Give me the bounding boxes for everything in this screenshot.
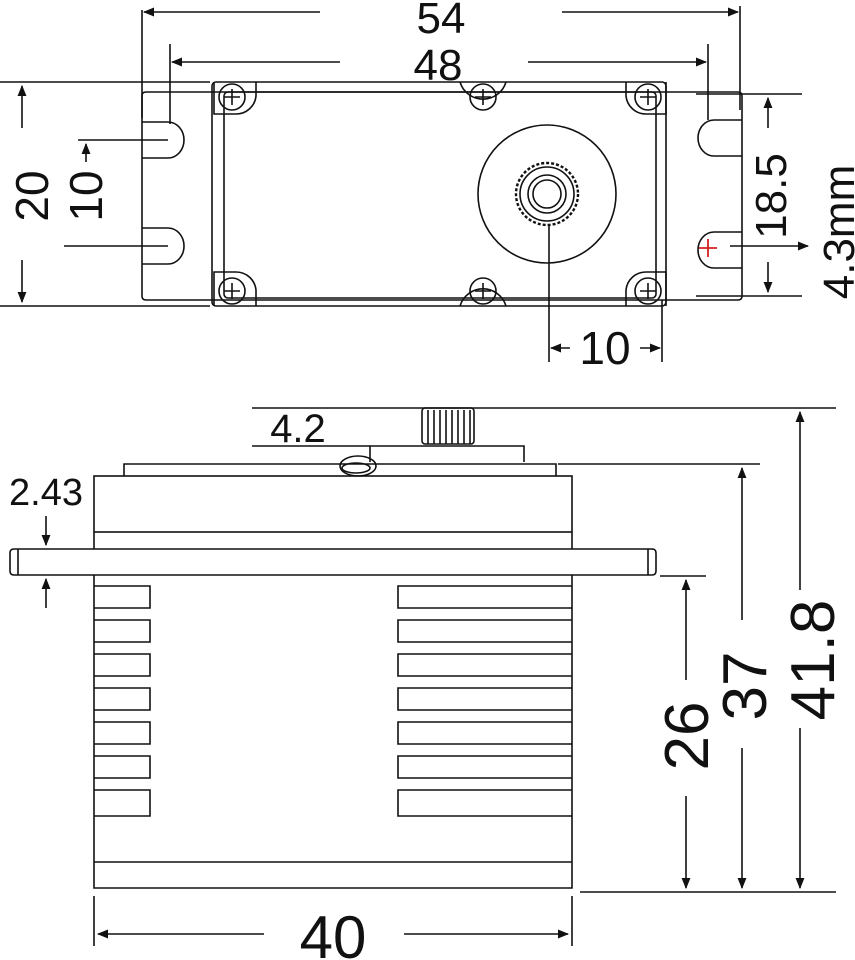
hole-marker	[699, 239, 717, 257]
dim-18-5	[696, 93, 802, 297]
dim-10-vertical	[64, 139, 168, 247]
label-4-3mm: 4.3mm	[815, 165, 855, 299]
dim-41-8	[580, 410, 836, 893]
screw-top-left	[213, 82, 257, 115]
top-view	[0, 6, 810, 362]
dim-48	[169, 44, 709, 124]
label-48: 48	[414, 41, 463, 90]
side-view	[9, 407, 836, 946]
screw-bottom-middle	[459, 277, 507, 307]
label-37: 37	[711, 652, 780, 721]
screw-top-middle	[459, 81, 507, 111]
case-inner-outline	[223, 91, 657, 299]
screw-top-right	[625, 82, 667, 115]
dim-4-2	[252, 407, 836, 447]
upper-case	[93, 475, 573, 533]
dim-20	[0, 81, 210, 307]
lower-case	[93, 575, 573, 889]
right-slot-bottom	[697, 231, 742, 269]
dim-54	[141, 6, 741, 118]
label-4-2: 4.2	[270, 407, 326, 451]
output-spline-side	[421, 407, 475, 445]
label-2-43: 2.43	[9, 472, 83, 514]
output-shaft	[477, 124, 617, 264]
label-18-5: 18.5	[747, 153, 796, 239]
dim-10-horizontal	[548, 226, 663, 362]
case-outline	[211, 81, 667, 307]
screw-bottom-left	[213, 271, 257, 306]
dim-37	[558, 463, 760, 890]
label-10-vertical: 10	[60, 170, 112, 221]
gear-cap	[369, 445, 525, 462]
label-54: 54	[417, 0, 466, 43]
cover-screw	[339, 455, 377, 477]
screw-bottom-right	[625, 271, 667, 306]
flange-outline	[141, 91, 743, 301]
label-40: 40	[300, 904, 367, 960]
dim-26	[660, 575, 706, 890]
label-26: 26	[653, 702, 722, 771]
left-cooling-fins	[94, 585, 151, 817]
mounting-flange	[9, 548, 657, 576]
right-slot-top	[697, 119, 742, 157]
dim-40	[93, 896, 573, 946]
right-cooling-fins	[397, 585, 572, 817]
label-20: 20	[6, 170, 58, 221]
label-10-horizontal: 10	[579, 322, 630, 374]
left-slot-top	[142, 121, 185, 159]
label-41-8: 41.8	[779, 600, 848, 721]
left-slot-bottom	[142, 227, 185, 265]
